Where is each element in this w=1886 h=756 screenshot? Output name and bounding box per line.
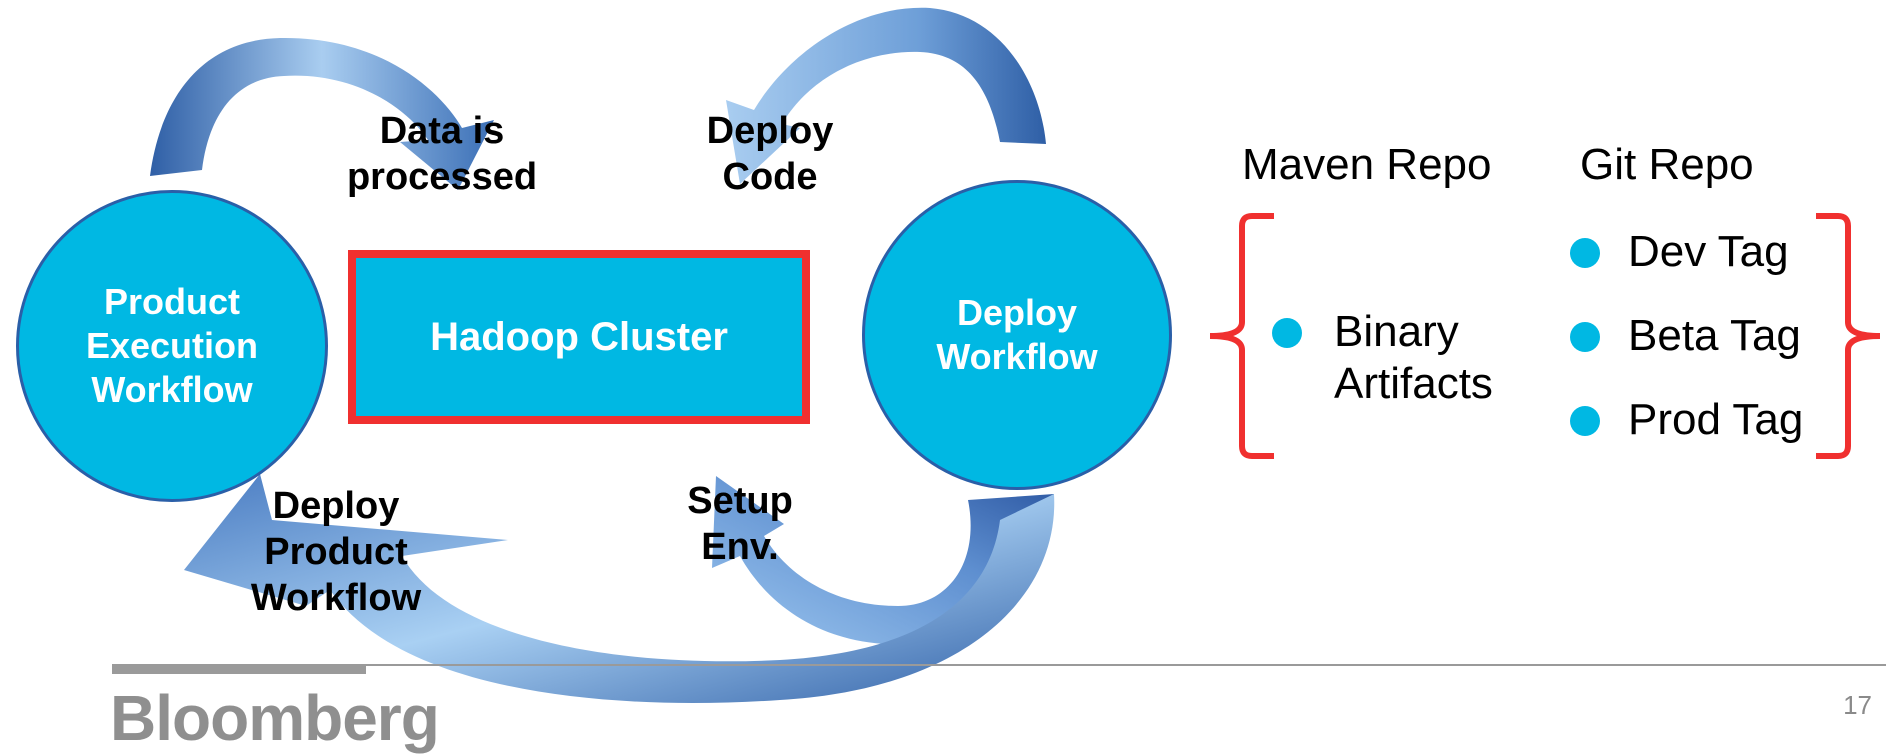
deploy-product-workflow-label: Deploy Product Workflow bbox=[250, 485, 422, 619]
git-repo-title: Git Repo bbox=[1580, 140, 1754, 189]
bloomberg-logo: Bloomberg bbox=[110, 682, 440, 754]
footer-divider bbox=[112, 664, 1886, 666]
list-item: Binary Artifacts bbox=[1272, 306, 1493, 410]
footer-accent-bar bbox=[112, 664, 366, 674]
beta-tag-label: Beta Tag bbox=[1628, 311, 1801, 360]
prod-tag-label: Prod Tag bbox=[1628, 395, 1804, 444]
data-processed-label: Data is processed bbox=[346, 110, 538, 198]
bullet-dot bbox=[1570, 322, 1600, 352]
bullet-dot bbox=[1272, 318, 1302, 348]
hadoop-cluster-label: Hadoop Cluster bbox=[430, 314, 728, 359]
list-item: Dev Tag bbox=[1570, 226, 1789, 278]
page-number: 17 bbox=[1843, 690, 1872, 720]
deploy-workflow-label: Deploy Workflow bbox=[936, 292, 1098, 377]
hadoop-cluster-node: Hadoop Cluster bbox=[348, 250, 810, 424]
binary-artifacts-label: Binary Artifacts bbox=[1334, 307, 1493, 408]
product-execution-workflow-label: Product Execution Workflow bbox=[85, 281, 259, 410]
dev-tag-label: Dev Tag bbox=[1628, 227, 1789, 276]
list-item: Beta Tag bbox=[1570, 310, 1801, 362]
arrow-data-processed bbox=[150, 37, 494, 190]
deploy-workflow-node: Deploy Workflow bbox=[862, 180, 1172, 490]
maven-repo-title: Maven Repo bbox=[1242, 140, 1492, 189]
bullet-dot bbox=[1570, 238, 1600, 268]
deploy-code-label: Deploy Code bbox=[706, 110, 834, 198]
bullet-dot bbox=[1570, 406, 1600, 436]
arrow-deploy-product bbox=[184, 474, 1055, 703]
setup-env-label: Setup Env. bbox=[687, 480, 793, 568]
arrow-deploy-code bbox=[726, 7, 1046, 184]
product-execution-workflow-node: Product Execution Workflow bbox=[16, 190, 328, 502]
list-item: Prod Tag bbox=[1570, 394, 1803, 446]
